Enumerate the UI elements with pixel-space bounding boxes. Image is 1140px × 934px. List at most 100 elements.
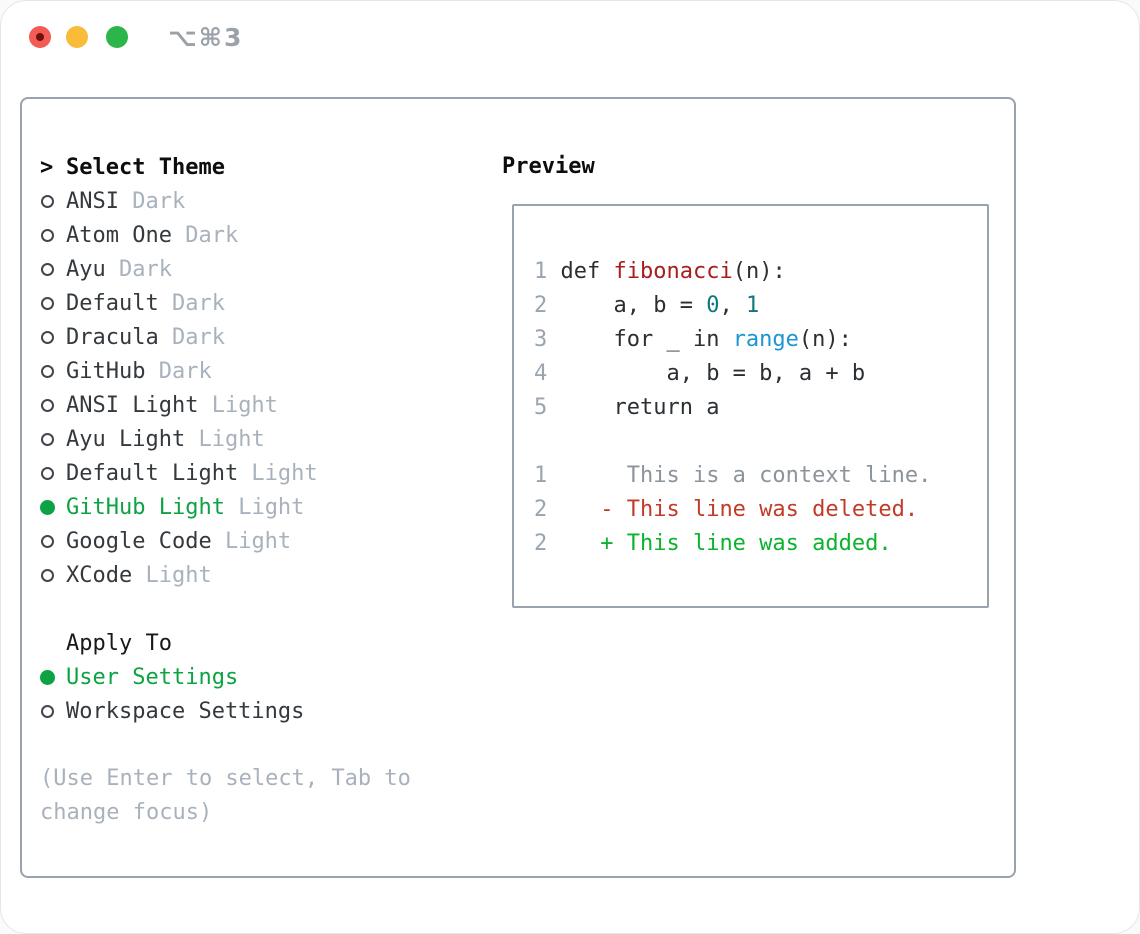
theme-variant: Light [132, 562, 212, 588]
code-token-line_number: 3 [534, 327, 561, 352]
apply-to-option[interactable]: User Settings [40, 660, 411, 694]
code-token-added: + This line was added. [560, 531, 892, 556]
theme-variant: Dark [105, 256, 172, 282]
code-token-foreground: a, b = b, a + b [560, 361, 866, 386]
code-token-foreground: def [560, 259, 614, 284]
code-token-builtin: range [732, 327, 799, 352]
radio-selected-icon [40, 490, 66, 524]
code-token-function: fibonacci [613, 259, 733, 284]
code-blank-line [534, 425, 987, 459]
theme-name: ANSI Light [66, 392, 199, 418]
code-token-line_number: 5 [534, 395, 561, 420]
theme-name: Default Light [66, 460, 239, 486]
code-token-number: 1 [745, 293, 760, 318]
code-token-context: This is a context line. [560, 463, 932, 488]
code-token-line_number: 2 [534, 497, 561, 522]
theme-name: Ayu Light [66, 426, 186, 452]
code-line: 1 This is a context line. [534, 459, 987, 493]
radio-unselected-icon [40, 252, 66, 286]
theme-option[interactable]: Default Light Light [40, 456, 411, 490]
code-token-deleted: - This line was deleted. [560, 497, 919, 522]
radio-unselected-icon [40, 422, 66, 456]
code-token-line_number: 1 [534, 463, 561, 488]
apply-to-label: User Settings [66, 664, 239, 690]
theme-option[interactable]: Default Dark [40, 286, 411, 320]
code-line: 1 def fibonacci(n): [534, 255, 987, 289]
help-text: (Use Enter to select, Tab to change focus… [40, 762, 411, 830]
theme-option[interactable]: XCode Light [40, 558, 411, 592]
select-theme-title: Select Theme [66, 154, 225, 180]
theme-name: Ayu [66, 256, 106, 282]
theme-option[interactable]: Ayu Light Light [40, 422, 411, 456]
apply-to-header-row: Apply To [40, 626, 411, 660]
code-token-foreground: (n): [798, 327, 852, 352]
code-token-foreground: return a [560, 395, 720, 420]
minimize-button[interactable] [66, 26, 88, 48]
code-line: 4 a, b = b, a + b [534, 357, 987, 391]
apply-to-label: Workspace Settings [66, 698, 305, 724]
zoom-button[interactable] [106, 26, 128, 48]
theme-variant: Light [211, 528, 292, 554]
theme-option[interactable]: Ayu Dark [40, 252, 411, 286]
theme-variant: Dark [158, 290, 225, 316]
code-token-line_number: 2 [534, 531, 561, 556]
radio-selected-icon [40, 660, 66, 694]
preview-title: Preview [502, 154, 595, 179]
code-line: 2 - This line was deleted. [534, 493, 987, 527]
theme-option[interactable]: Google Code Light [40, 524, 411, 558]
window-shortcut-label: ⌥⌘3 [168, 23, 244, 52]
code-line: 3 for _ in range(n): [534, 323, 987, 357]
code-token-line_number: 2 [534, 293, 561, 318]
theme-variant: Light [224, 494, 305, 520]
theme-variant: Light [185, 426, 265, 452]
radio-unselected-icon [40, 694, 66, 728]
theme-name: Default [66, 290, 159, 316]
radio-unselected-icon [40, 184, 66, 218]
radio-unselected-icon [40, 320, 66, 354]
code-token-number: 0 [706, 293, 720, 318]
theme-variant: Dark [158, 324, 225, 350]
code-token-line_number: 1 [534, 259, 561, 284]
apply-to-title: Apply To [66, 630, 172, 656]
theme-option[interactable]: GitHub Dark [40, 354, 411, 388]
select-theme-header-row: > Select Theme [40, 150, 411, 184]
theme-name: ANSI [66, 188, 119, 214]
radio-unselected-icon [40, 456, 66, 490]
code-token-foreground: a, b = [560, 293, 707, 318]
theme-name: Dracula [66, 324, 159, 350]
spacer [40, 728, 411, 762]
close-button[interactable] [29, 26, 51, 48]
radio-unselected-icon [40, 524, 66, 558]
theme-option[interactable]: ANSI Light Light [40, 388, 411, 422]
theme-variant: Dark [145, 358, 212, 384]
theme-option[interactable]: ANSI Dark [40, 184, 411, 218]
apply-to-option[interactable]: Workspace Settings [40, 694, 411, 728]
code-token-foreground: , [719, 293, 746, 318]
theme-option[interactable]: Dracula Dark [40, 320, 411, 354]
theme-name: Atom One [66, 222, 172, 248]
cursor-icon: > [40, 154, 54, 180]
theme-variant: Dark [118, 188, 186, 214]
preview-column: Preview 1 def fibonacci(n):2 a, b = 0, 1… [502, 150, 989, 608]
theme-name: GitHub Light [66, 494, 225, 520]
theme-option[interactable]: Atom One Dark [40, 218, 411, 252]
theme-variant: Light [198, 392, 278, 418]
theme-name: Google Code [66, 528, 212, 554]
title-bar: ⌥⌘3 [0, 0, 1140, 72]
help-line: change focus) [40, 800, 213, 825]
radio-unselected-icon [40, 286, 66, 320]
theme-option[interactable]: GitHub Light Light [40, 490, 411, 524]
code-line: 2 + This line was added. [534, 527, 987, 561]
code-token-foreground: (n): [732, 259, 786, 284]
radio-unselected-icon [40, 388, 66, 422]
code-line: 5 return a [534, 391, 987, 425]
theme-variant: Light [238, 460, 318, 486]
code-token-foreground: for _ in [560, 327, 733, 352]
code-token-line_number: 4 [534, 361, 561, 386]
help-line: (Use Enter to select, Tab to [40, 766, 411, 791]
